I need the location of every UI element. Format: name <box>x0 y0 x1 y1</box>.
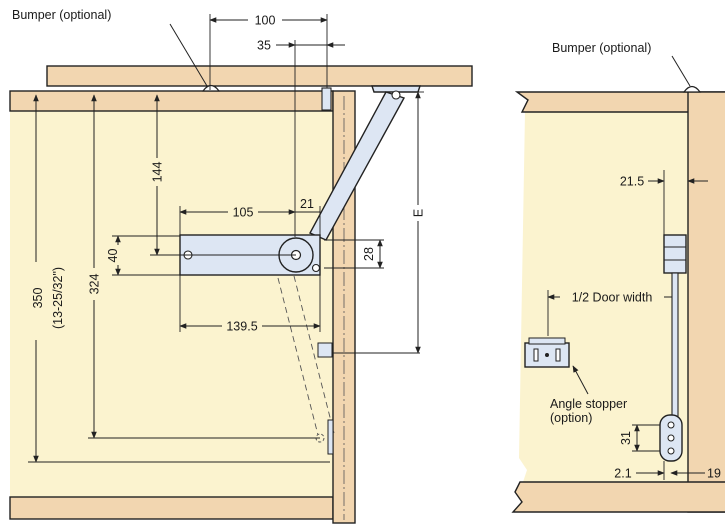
lid-panel <box>46 65 473 87</box>
dim-21: 21 <box>300 197 314 211</box>
dim-105: 105 <box>233 206 254 220</box>
bumper-leader-left <box>169 23 208 87</box>
mechanism-pin <box>311 263 321 273</box>
mechanism-side-body <box>663 234 687 274</box>
angle-stopper-slot-1 <box>533 348 539 362</box>
dim-350: 350 <box>31 288 45 309</box>
right-view: Bumper (optional) 21.5 1/2 Door width An… <box>511 41 725 513</box>
bumper-label-right: Bumper (optional) <box>552 41 651 55</box>
door-bracket-hole-1 <box>667 421 675 429</box>
door-bracket-hole-3 <box>667 447 675 455</box>
dim-139-5: 139.5 <box>226 320 257 334</box>
dim-19: 19 <box>707 467 721 481</box>
dim-31: 31 <box>619 431 633 445</box>
dim-35: 35 <box>257 39 271 53</box>
dim-bg-100 <box>248 13 282 27</box>
dim-324: 324 <box>88 274 102 295</box>
bottom-panel-right <box>511 481 725 513</box>
dim-100: 100 <box>255 14 276 28</box>
angle-stopper-label: Angle stopper <box>550 397 627 411</box>
dim-bg-350 <box>26 262 74 340</box>
side-latch <box>317 342 333 358</box>
angle-stopper-option-label: (option) <box>550 411 592 425</box>
dim-E: E <box>412 209 426 217</box>
side-hinge-bottom <box>327 419 334 455</box>
angle-stopper-top <box>528 337 566 345</box>
dim-2-1: 2.1 <box>614 467 631 481</box>
angle-stopper-leader <box>572 365 589 395</box>
arm-pivot-top <box>391 90 401 100</box>
door-bracket-hole-2 <box>667 434 675 442</box>
half-door-width-label: 1/2 Door width <box>572 291 653 305</box>
bumper-label-left: Bumper (optional) <box>12 8 111 22</box>
dim-21-5: 21.5 <box>620 175 644 189</box>
bumper-right <box>682 85 702 93</box>
arm-closed-dashed <box>277 275 335 436</box>
dim-28: 28 <box>362 247 376 261</box>
dim-bg-E <box>410 205 426 221</box>
cabinet-bottom-panel <box>9 496 334 520</box>
dim-bg-105 <box>228 205 258 219</box>
angle-stopper-slot-2 <box>555 348 561 362</box>
cabinet-top-panel <box>9 90 334 112</box>
door-panel-right <box>687 91 725 513</box>
dim-bg-21 <box>298 198 316 210</box>
hinge-top <box>321 87 332 111</box>
bumper-left <box>201 84 221 92</box>
dim-bg-40 <box>106 245 120 265</box>
dim-bg-half-door <box>560 290 664 304</box>
arm-side-view <box>671 272 679 424</box>
dim-350-inch: (13-25/32") <box>51 267 65 329</box>
bumper-leader-right <box>671 55 691 87</box>
dim-bg-144 <box>148 158 166 186</box>
dim-40: 40 <box>106 249 120 263</box>
dim-bg-139-5 <box>222 319 262 333</box>
dim-bg-324 <box>85 268 103 300</box>
left-view: 100 35 Bumper (optional) 144 105 21 40 2… <box>9 8 473 524</box>
angle-stopper-center <box>545 353 549 357</box>
dim-144: 144 <box>151 162 165 183</box>
